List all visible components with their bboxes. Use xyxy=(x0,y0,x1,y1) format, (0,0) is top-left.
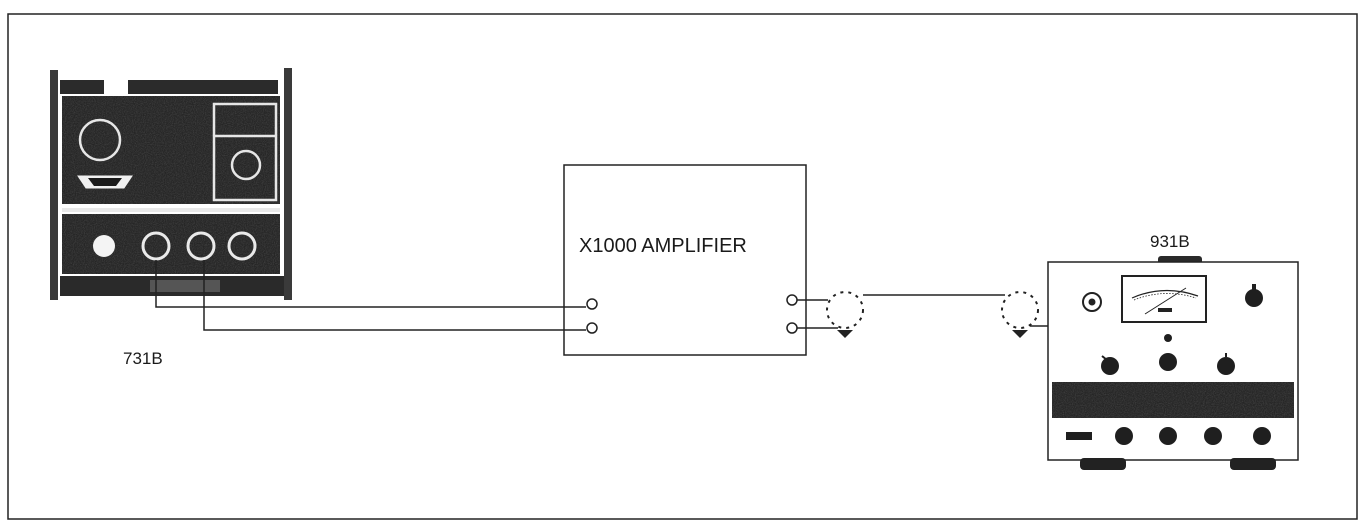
foot-left xyxy=(1080,458,1126,470)
output-cable xyxy=(797,291,1085,338)
input-wires xyxy=(155,260,586,331)
power-button xyxy=(93,235,115,257)
knob-bottom-3 xyxy=(1204,427,1222,445)
terminal-2 xyxy=(186,231,216,261)
analog-meter xyxy=(1121,275,1207,323)
connector-plug-left xyxy=(826,291,864,338)
dial-small xyxy=(230,149,262,181)
amp-input-terminal-1 xyxy=(586,298,598,310)
amplifier-box xyxy=(563,164,807,356)
knob-bottom-1 xyxy=(1115,427,1133,445)
foot-right xyxy=(1230,458,1276,470)
label-731b: 731B xyxy=(123,349,163,368)
figure-border xyxy=(7,13,1358,520)
dial-large xyxy=(78,118,122,162)
knob-top-right xyxy=(1245,289,1263,307)
left-rail xyxy=(50,70,58,300)
connector-plug-right xyxy=(1001,291,1039,338)
amplifier-label: X1000 AMPLIFIER xyxy=(579,235,747,257)
terminal-1 xyxy=(141,231,171,261)
right-rail xyxy=(284,68,292,300)
knob-center xyxy=(1159,353,1177,371)
amp-output-terminal-2 xyxy=(786,322,798,334)
knob-left xyxy=(1101,357,1119,375)
knob-right xyxy=(1217,357,1235,375)
knob-bottom-2 xyxy=(1159,427,1177,445)
knob-bottom-4 xyxy=(1253,427,1271,445)
instrument-731b xyxy=(50,68,292,300)
amp-input-terminal-2 xyxy=(586,322,598,334)
instrument-931b xyxy=(1047,256,1299,470)
label-931b: 931B xyxy=(1150,232,1190,251)
amp-output-terminal-1 xyxy=(786,294,798,306)
terminal-3 xyxy=(227,231,257,261)
